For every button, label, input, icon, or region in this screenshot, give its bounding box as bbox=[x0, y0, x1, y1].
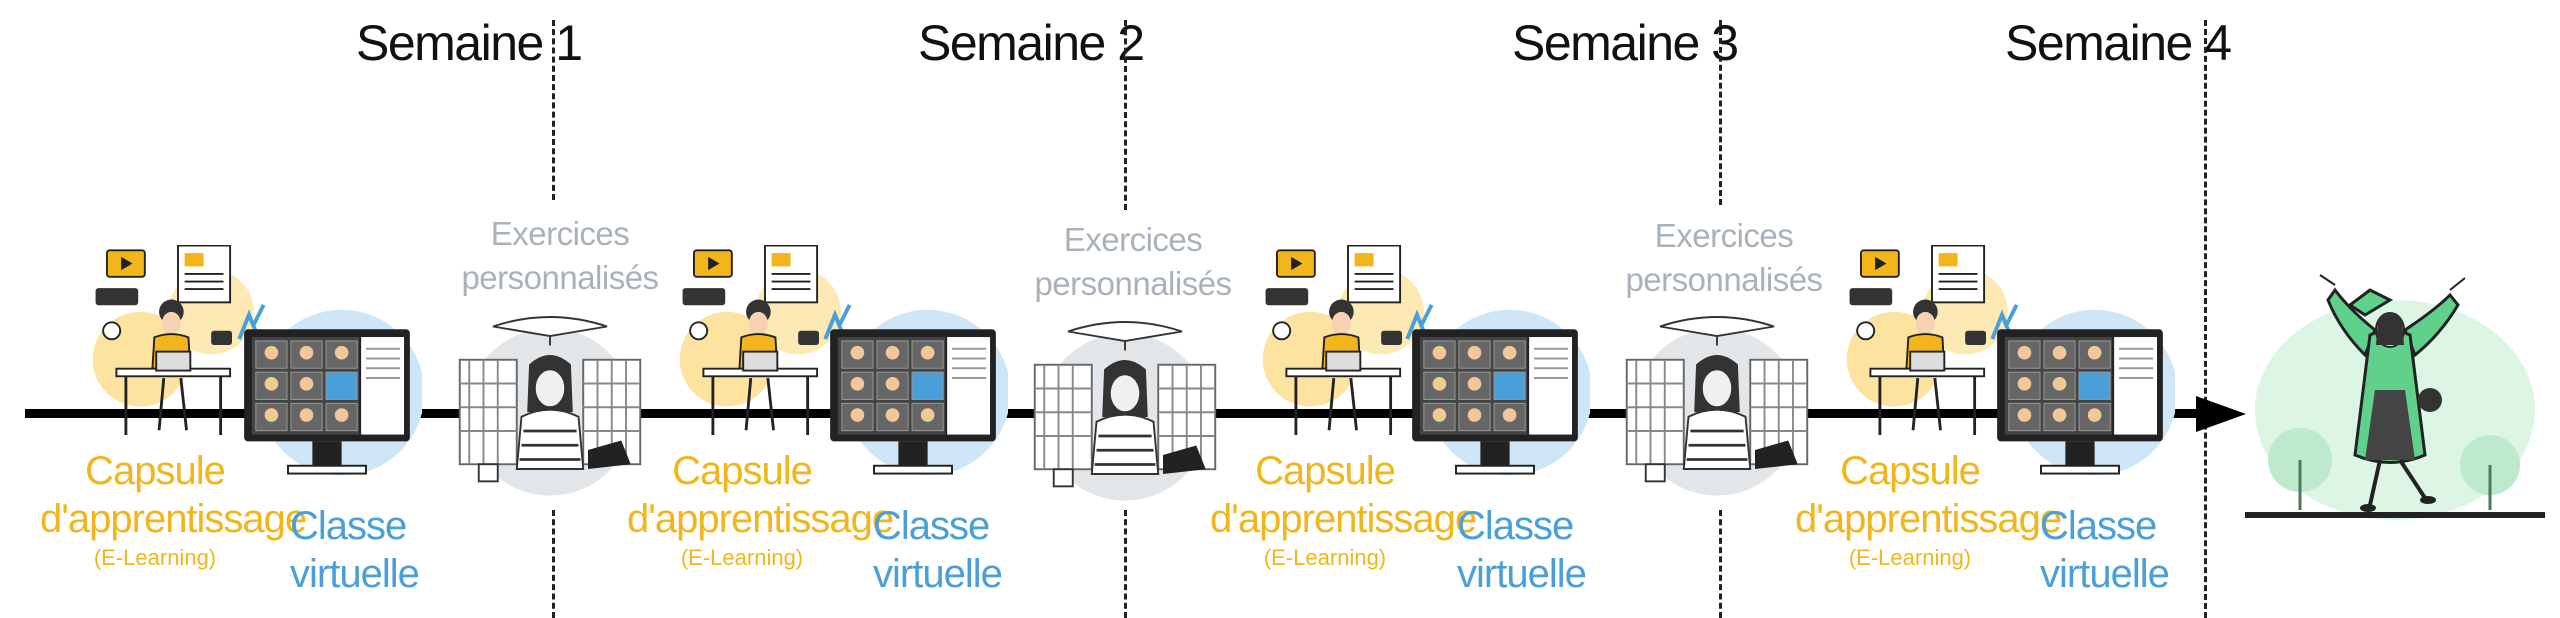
capsule-title: Capsule bbox=[1840, 449, 1981, 493]
classe-label: Classe virtuelle bbox=[290, 502, 420, 598]
classe-subtitle: virtuelle bbox=[290, 552, 420, 596]
week-1-divider bbox=[552, 20, 555, 200]
capsule-subtitle: d'apprentissage bbox=[40, 497, 307, 541]
classe-label: Classe virtuelle bbox=[873, 502, 1003, 598]
week-2-divider bbox=[1124, 20, 1127, 210]
exercices-label: Exercices personnalisés bbox=[1028, 218, 1238, 306]
week-3-divider bbox=[1719, 20, 1722, 205]
capsule-title: Capsule bbox=[1255, 449, 1396, 493]
classe-title: Classe bbox=[1457, 504, 1574, 548]
classe-label: Classe virtuelle bbox=[2040, 502, 2170, 598]
exercices-subtitle: personnalisés bbox=[461, 259, 659, 296]
capsule-label: Capsule d'apprentissage (E-Learning) bbox=[1795, 447, 2062, 573]
week-1-label: Semaine 1 bbox=[356, 15, 583, 71]
week-3-label: Semaine 3 bbox=[1512, 15, 1739, 71]
week-4-divider bbox=[2204, 20, 2207, 618]
week-1-divider-lower bbox=[552, 510, 555, 618]
exercices-label: Exercices personnalisés bbox=[1619, 214, 1829, 302]
exercices-label: Exercices personnalisés bbox=[455, 212, 665, 300]
week-2-label: Semaine 2 bbox=[918, 15, 1145, 71]
capsule-label: Capsule d'apprentissage (E-Learning) bbox=[627, 447, 894, 573]
exercices-subtitle: personnalisés bbox=[1625, 261, 1823, 298]
capsule-subtitle: d'apprentissage bbox=[1795, 497, 2062, 541]
capsule-label: Capsule d'apprentissage (E-Learning) bbox=[40, 447, 307, 573]
exercise-illustration bbox=[1030, 310, 1220, 505]
capsule-subtitle: d'apprentissage bbox=[1210, 497, 1477, 541]
exercices-subtitle: personnalisés bbox=[1034, 265, 1232, 302]
exercices-title: Exercices bbox=[1063, 221, 1203, 258]
capsule-label: Capsule d'apprentissage (E-Learning) bbox=[1210, 447, 1477, 573]
classe-subtitle: virtuelle bbox=[1457, 552, 1587, 596]
classe-title: Classe bbox=[873, 504, 990, 548]
classe-label: Classe virtuelle bbox=[1457, 502, 1587, 598]
exercices-title: Exercices bbox=[490, 215, 630, 252]
capsule-note: (E-Learning) bbox=[1848, 545, 1972, 570]
week-3-divider-lower bbox=[1719, 510, 1722, 618]
classe-title: Classe bbox=[290, 504, 407, 548]
exercices-title: Exercices bbox=[1654, 217, 1794, 254]
classe-subtitle: virtuelle bbox=[873, 552, 1003, 596]
week-4-label: Semaine 4 bbox=[2005, 15, 2232, 71]
graduation-illustration bbox=[2245, 274, 2545, 520]
classe-subtitle: virtuelle bbox=[2040, 552, 2170, 596]
exercise-illustration bbox=[1622, 305, 1812, 500]
capsule-note: (E-Learning) bbox=[93, 545, 217, 570]
capsule-subtitle: d'apprentissage bbox=[627, 497, 894, 541]
week-2-divider-lower bbox=[1124, 510, 1127, 618]
timeline-arrow-head bbox=[2196, 396, 2246, 432]
capsule-note: (E-Learning) bbox=[1263, 545, 1387, 570]
exercise-illustration bbox=[455, 305, 645, 500]
capsule-title: Capsule bbox=[672, 449, 813, 493]
capsule-title: Capsule bbox=[85, 449, 226, 493]
classe-title: Classe bbox=[2040, 504, 2157, 548]
capsule-note: (E-Learning) bbox=[680, 545, 804, 570]
